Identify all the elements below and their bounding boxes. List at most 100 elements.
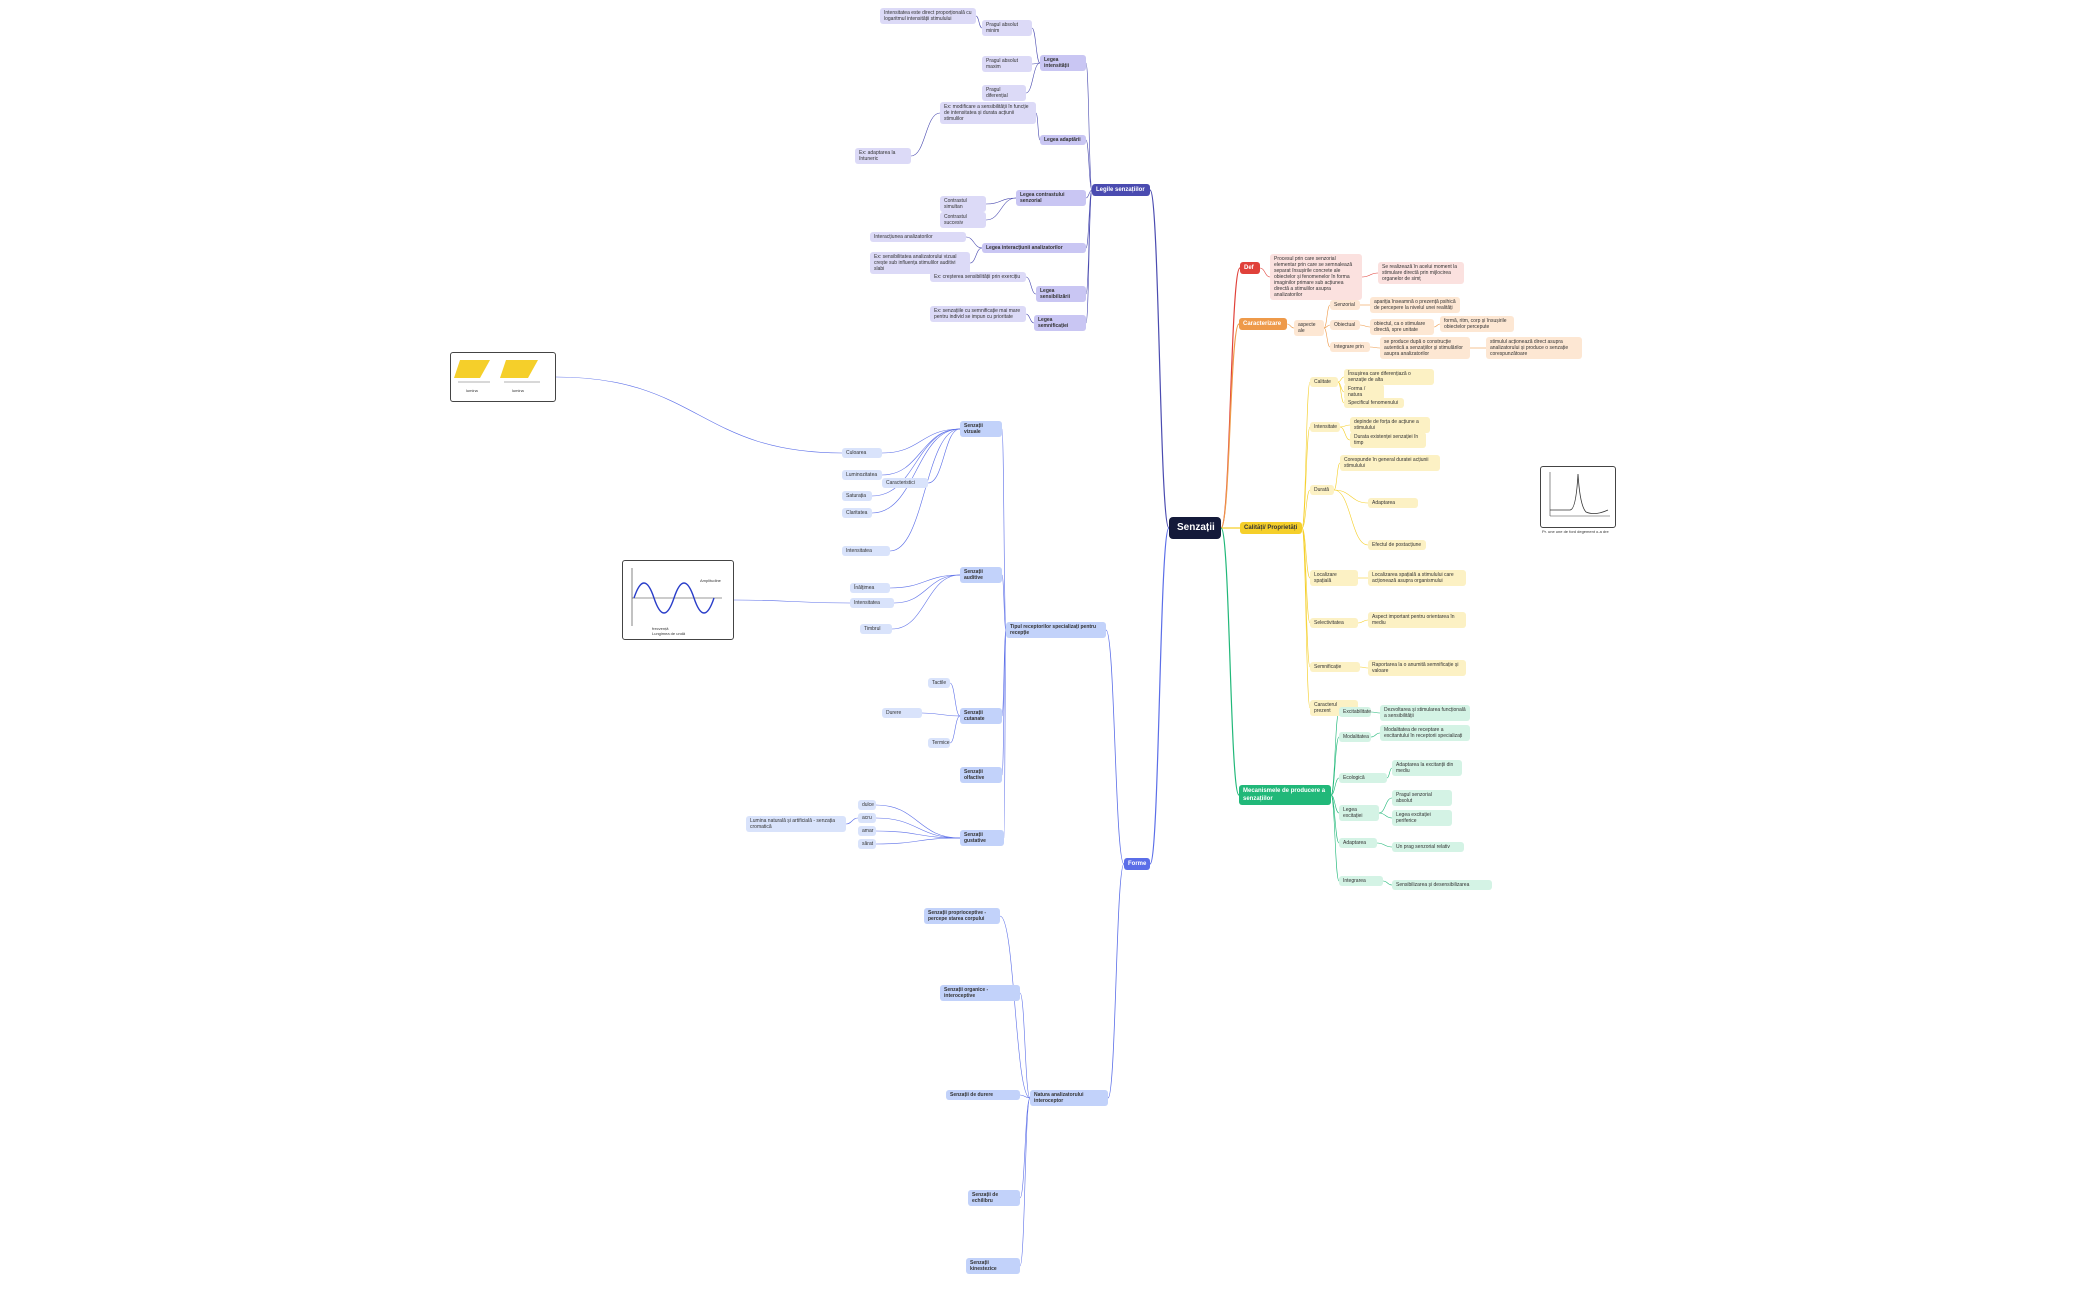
- forme-sub-9[interactable]: Senzații de durere: [946, 1090, 1020, 1100]
- forme-sub-6[interactable]: Senzații gustative: [960, 830, 1004, 846]
- connector: [891, 574, 961, 630]
- connector: [1333, 489, 1369, 546]
- forme-sub-5[interactable]: Senzații olfactive: [960, 767, 1002, 783]
- connector: [949, 715, 961, 744]
- mec-detail-4: Pragul senzorial absolut: [1392, 790, 1452, 806]
- connector: [910, 112, 941, 157]
- calitati-detail-5: Durata existenței senzației în timp: [1350, 432, 1426, 448]
- forme-sub-2[interactable]: Senzații vizuale: [960, 421, 1002, 437]
- connector: [1369, 346, 1381, 349]
- forme-sub-3[interactable]: Senzații auditive: [960, 567, 1002, 583]
- forme-sub-1[interactable]: Tipul receptorilor specializați pentru r…: [1006, 622, 1106, 638]
- calitati-group-3[interactable]: Durată: [1310, 485, 1334, 495]
- connector: [1035, 112, 1041, 141]
- legile-item-3[interactable]: Legea contrastului senzorial: [1016, 190, 1086, 206]
- cutanat-item-3: Durere: [882, 708, 922, 718]
- connector: [1323, 304, 1331, 329]
- vizual-item-6: Intensitatea: [842, 546, 890, 556]
- calitati-detail-4: depinde de forța de acțiune a stimulului: [1350, 417, 1430, 433]
- auditiv-item-3: Timbrul: [860, 624, 892, 634]
- mec-detail-2: Modalitatea de receptare a excitantului …: [1380, 725, 1470, 741]
- mec-item-4[interactable]: Legea excitației: [1339, 805, 1379, 821]
- forme-sub-7[interactable]: Senzații proprioceptive - percepe starea…: [924, 908, 1000, 924]
- legile-detail-9: Interacțiunea analizatorilor: [870, 232, 966, 242]
- branch-mecanismele[interactable]: Mecanismele de producere a senzațiilor: [1239, 785, 1331, 805]
- mec-detail-3: Adaptarea la excitanții din mediu: [1392, 760, 1462, 776]
- mec-item-5[interactable]: Adaptarea: [1339, 838, 1377, 848]
- forme-sub-10[interactable]: Senzații de echilibru: [968, 1190, 1020, 1206]
- vizual-item-5: Claritatea: [842, 508, 872, 518]
- cutanat-item-1: Tactile: [928, 678, 950, 688]
- legile-item-6[interactable]: Legea semnificației: [1034, 315, 1086, 331]
- forme-sub-12[interactable]: Natura analizatorului interoceptor: [1030, 1090, 1108, 1106]
- calitati-group-2[interactable]: Intensitate: [1310, 422, 1340, 432]
- connector: [1357, 619, 1369, 624]
- legile-item-1[interactable]: Legea intensității: [1040, 55, 1086, 71]
- branch-legile[interactable]: Legile senzațiilor: [1092, 184, 1150, 196]
- connector: [1220, 323, 1240, 529]
- mec-detail-7: Sensibilizarea și desensibilizarea: [1392, 880, 1492, 890]
- forme-sub-11[interactable]: Senzații kinestezice: [966, 1258, 1020, 1274]
- root-node[interactable]: Senzații: [1169, 517, 1221, 539]
- legile-item-4[interactable]: Legea interacțiunii analizatorilor: [982, 243, 1086, 253]
- connector: [1107, 863, 1125, 1099]
- legile-detail-12: Ex: senzațiile cu semnificație mai mare …: [930, 306, 1026, 322]
- vizual-item-1: Caracteristici: [882, 478, 928, 488]
- connector: [1301, 381, 1311, 529]
- legile-detail-8: Contrastul succesiv: [940, 212, 986, 228]
- legile-detail-2: Pragul absolut minim: [982, 20, 1032, 36]
- connector: [1330, 777, 1340, 796]
- connector: [1220, 527, 1240, 796]
- connector: [1337, 376, 1345, 383]
- calitati-group-1[interactable]: Calitate: [1310, 377, 1338, 387]
- connector: [1330, 736, 1340, 796]
- calitati-group-4[interactable]: Localizare spațială: [1310, 570, 1358, 586]
- connector: [985, 197, 1017, 221]
- forme-sub-8[interactable]: Senzații organice - interoceptive: [940, 985, 1020, 1001]
- connector: [1330, 794, 1340, 814]
- gust-item-3: amar: [858, 826, 876, 836]
- gust-item-4: sărat: [858, 839, 876, 849]
- connector: [1001, 629, 1007, 776]
- vizual-item-2: Culoarea: [842, 448, 882, 458]
- connector: [1019, 1097, 1031, 1267]
- light-label-1: lumina: [466, 388, 479, 393]
- legile-item-5[interactable]: Legea sensibilizării: [1036, 286, 1086, 302]
- adaptation-curve: [1549, 472, 1610, 517]
- branch-forme[interactable]: Forme: [1124, 858, 1150, 870]
- connector: [1330, 711, 1340, 796]
- caracterizare-item-3[interactable]: Integrare prin: [1330, 342, 1370, 352]
- branch-caracterizare[interactable]: Caracterizare: [1239, 318, 1287, 330]
- mec-item-3[interactable]: Ecologică: [1339, 773, 1387, 783]
- calitati-group-6[interactable]: Semnificație: [1310, 662, 1360, 672]
- connector: [1220, 267, 1241, 529]
- branch-def[interactable]: Def: [1240, 262, 1260, 274]
- connector: [1301, 527, 1311, 709]
- connector: [1001, 428, 1007, 631]
- connector: [1001, 574, 1007, 631]
- mec-item-6[interactable]: Integrarea: [1339, 876, 1383, 886]
- legile-detail-10: Ex: sensibilitatea analizatorului vizual…: [870, 252, 970, 274]
- connector: [1333, 462, 1341, 491]
- connector: [965, 236, 983, 249]
- connector: [969, 247, 983, 264]
- connector: [875, 804, 961, 839]
- connector: [875, 837, 961, 845]
- caracterizare-item-2[interactable]: Obiectual: [1330, 320, 1360, 330]
- branch-calitati[interactable]: Calități/ Proprietăți: [1240, 522, 1302, 534]
- legile-detail-7: Contrastul simultan: [940, 196, 986, 212]
- mec-item-1[interactable]: Excitabilitatea: [1339, 707, 1371, 717]
- legile-item-2[interactable]: Legea adaptării: [1040, 135, 1086, 145]
- connector: [1359, 666, 1369, 669]
- connector: [1149, 527, 1170, 865]
- forme-sub-4[interactable]: Senzații cutanate: [960, 708, 1002, 724]
- caracterizare-item-1[interactable]: Senzorial: [1330, 300, 1360, 310]
- connector: [1301, 527, 1311, 668]
- calitati-group-5[interactable]: Selectivitatea: [1310, 618, 1358, 628]
- mec-detail-5: Legea excitației periferice: [1392, 810, 1452, 826]
- wave-label-1: Amplitudine: [700, 578, 722, 583]
- mec-item-2[interactable]: Modalitatea: [1339, 732, 1371, 742]
- connector: [949, 682, 961, 717]
- caracterizare-detail-1: apariția înseamnă o prezență psihică de …: [1370, 297, 1460, 313]
